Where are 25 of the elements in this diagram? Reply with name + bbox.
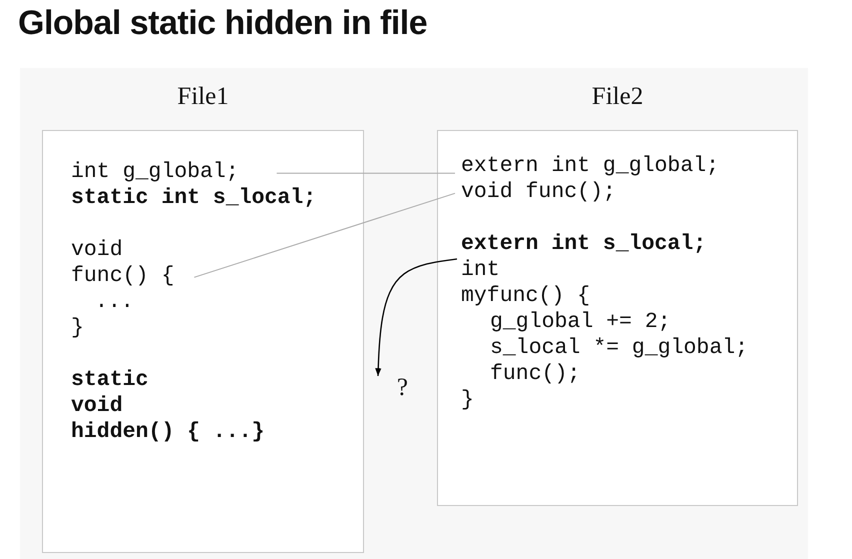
file-heading: File1 — [176, 83, 230, 111]
file-heading: File2 — [590, 83, 644, 111]
code-line: void — [71, 237, 123, 263]
question-mark: ? — [372, 374, 408, 402]
code-line: s_local *= g_global; — [490, 335, 748, 361]
code-line: } — [461, 387, 474, 413]
code-line: } — [71, 315, 84, 341]
code-line: int g_global; — [71, 159, 239, 185]
page-title: Global static hidden in file — [18, 4, 428, 43]
curved-arrow — [375, 258, 458, 376]
code-line: func() { — [71, 263, 174, 289]
code-line: extern int g_global; — [461, 153, 720, 179]
code-line: extern int s_local; — [461, 231, 706, 257]
connector-line — [194, 192, 456, 278]
code-line: ... — [95, 289, 134, 315]
code-line: hidden() { ...} — [71, 419, 265, 445]
code-line: func(); — [490, 361, 580, 387]
code-line: static int s_local; — [71, 185, 316, 211]
code-line: void func(); — [461, 179, 616, 205]
code-line: void — [71, 393, 123, 419]
code-line: g_global += 2; — [490, 309, 671, 335]
code-line: myfunc() { — [461, 283, 590, 309]
code-line: static — [71, 367, 148, 393]
connector-line — [276, 172, 456, 174]
code-line: int — [461, 257, 500, 283]
